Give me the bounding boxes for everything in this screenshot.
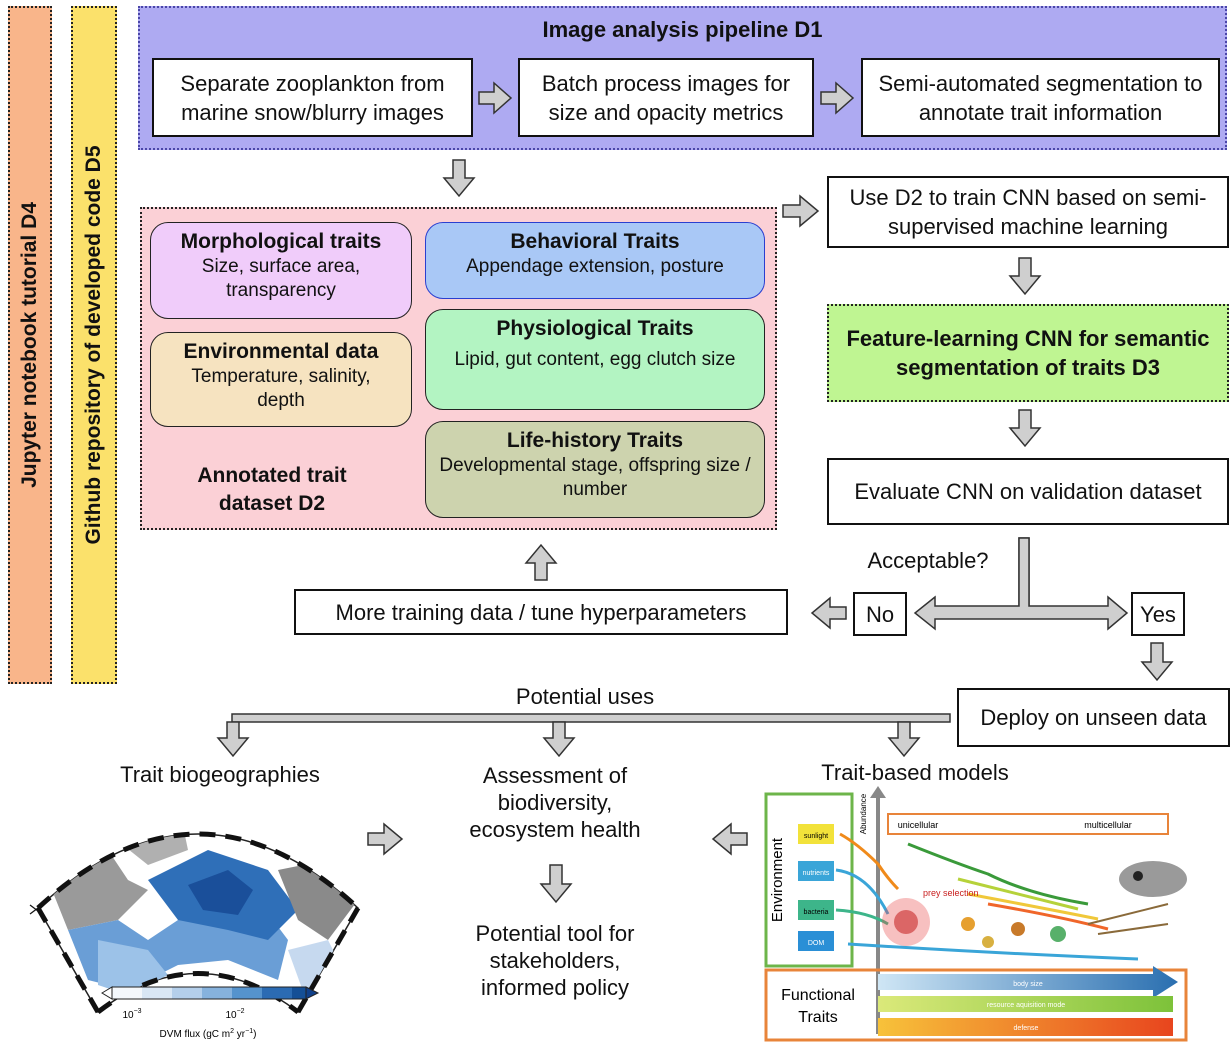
- prey-selection-label: prey selection: [923, 888, 979, 898]
- physiological-desc: Lipid, gut content, egg clutch size: [454, 349, 736, 370]
- arrow-to-assessment: [542, 721, 576, 758]
- unicellular-label: unicellular: [898, 820, 939, 830]
- cbar-tick-2: 10: [225, 1010, 237, 1021]
- behavioral-desc: Appendage extension, posture: [466, 256, 724, 277]
- environment-label: Environment: [769, 837, 786, 922]
- train-cnn-box: Use D2 to train CNN based on semi-superv…: [827, 176, 1229, 248]
- cbar-tick-2-exp: −2: [237, 1008, 245, 1015]
- behavioral-title: Behavioral Traits: [510, 230, 680, 253]
- dvm-flux-map: 10−3 10−2 DVM flux (gC m2 yr−1): [29, 831, 361, 1040]
- resource-mode-label: resource aquisition mode: [987, 1002, 1065, 1009]
- traits-label: Traits: [798, 1009, 837, 1026]
- environmental-data-card: Environmental data Temperature, salinity…: [150, 332, 412, 427]
- trait-based-model-figure: Environment sunlight nutrients bacteria …: [758, 784, 1192, 1042]
- defense-label: defense: [1014, 1025, 1039, 1032]
- dom-label: DOM: [808, 940, 825, 947]
- arrow-to-tool: [539, 864, 573, 904]
- physiological-title: Physiological Traits: [496, 317, 694, 340]
- bacteria-label: bacteria: [804, 909, 829, 916]
- physiological-traits-card: Physiological Traits Lipid, gut content,…: [425, 309, 765, 410]
- cbar-label-end: ): [253, 1029, 256, 1040]
- pipeline-step-separate: Separate zooplankton from marine snow/bl…: [152, 58, 473, 137]
- functional-label: Functional: [781, 987, 855, 1004]
- acceptable-label: Acceptable?: [867, 548, 989, 573]
- arrow-to-train: [782, 194, 820, 228]
- cbar-label-mid: yr: [234, 1029, 246, 1040]
- pipeline-step-segmentation: Semi-automated segmentation to annotate …: [861, 58, 1220, 137]
- cbar-label-main: DVM flux (gC m: [160, 1029, 231, 1040]
- svg-text:DVM flux (gC m2 yr−1): DVM flux (gC m2 yr−1): [160, 1028, 257, 1040]
- arrow-up-to-dataset: [524, 543, 558, 581]
- svg-text:10−2: 10−2: [225, 1008, 244, 1021]
- yes-box: Yes: [1131, 592, 1185, 636]
- arrow-pipeline-2: [820, 81, 855, 115]
- morphological-title: Morphological traits: [180, 230, 382, 253]
- trait-based-models-label: Trait-based models: [821, 760, 1009, 785]
- github-repository-bar: Github repository of developed code D5: [71, 6, 117, 684]
- morphological-traits-card: Morphological traits Size, surface area,…: [150, 222, 412, 319]
- life-history-desc: Developmental stage, offspring size / nu…: [439, 455, 751, 500]
- dataset-label: Annotated trait dataset D2: [197, 464, 347, 515]
- multicellular-label: multicellular: [1084, 820, 1132, 830]
- morphological-desc: Size, surface area, transparency: [201, 256, 361, 301]
- trait-biogeographies-label: Trait biogeographies: [120, 762, 320, 787]
- more-training-box: More training data / tune hyperparameter…: [294, 589, 788, 635]
- cbar-tick-1-exp: −3: [134, 1008, 142, 1015]
- life-history-title: Life-history Traits: [506, 429, 684, 452]
- evaluate-cnn-box: Evaluate CNN on validation dataset: [827, 458, 1229, 525]
- arrow-models-to-assessment: [711, 822, 748, 856]
- no-box: No: [853, 592, 907, 636]
- arrow-to-feature: [1008, 257, 1042, 296]
- body-size-label: body size: [1013, 981, 1043, 988]
- arrow-to-more-training: [810, 596, 847, 630]
- arrow-to-biogeo: [216, 721, 250, 758]
- life-history-traits-card: Life-history Traits Developmental stage,…: [425, 421, 765, 518]
- arrow-pipeline-1: [478, 81, 513, 115]
- map-colorbar: [101, 986, 320, 1000]
- assessment-label: Assessment of biodiversity, ecosystem he…: [469, 763, 641, 842]
- arrow-to-models: [887, 721, 921, 758]
- svg-text:10−3: 10−3: [122, 1008, 141, 1021]
- feature-learning-cnn-box: Feature-learning CNN for semantic segmen…: [827, 304, 1229, 402]
- behavioral-traits-card: Behavioral Traits Appendage extension, p…: [425, 222, 765, 299]
- pipeline-step-batch: Batch process images for size and opacit…: [518, 58, 814, 137]
- environmental-title: Environmental data: [183, 340, 379, 363]
- arrow-to-evaluate: [1008, 409, 1042, 448]
- cbar-label-exp1: 2: [230, 1028, 234, 1035]
- cbar-label-exp2: −1: [245, 1028, 253, 1035]
- deploy-box: Deploy on unseen data: [957, 688, 1230, 747]
- arrow-to-dataset: [442, 159, 476, 198]
- pipeline-title: Image analysis pipeline D1: [542, 17, 823, 42]
- abundance-label: Abundance: [859, 793, 868, 834]
- sunlight-label: sunlight: [804, 833, 828, 840]
- potential-tool-label: Potential tool for stakeholders, informe…: [475, 921, 635, 1000]
- jupyter-tutorial-bar: Jupyter notebook tutorial D4: [8, 6, 52, 684]
- potential-uses-label: Potential uses: [515, 684, 655, 709]
- environmental-desc: Temperature, salinity, depth: [191, 366, 371, 411]
- arrow-map-to-assessment: [367, 822, 404, 856]
- arrow-to-deploy: [1140, 642, 1174, 682]
- cbar-tick-1: 10: [122, 1010, 134, 1021]
- nutrients-label: nutrients: [803, 870, 830, 877]
- uses-distribution-bar: [231, 713, 951, 723]
